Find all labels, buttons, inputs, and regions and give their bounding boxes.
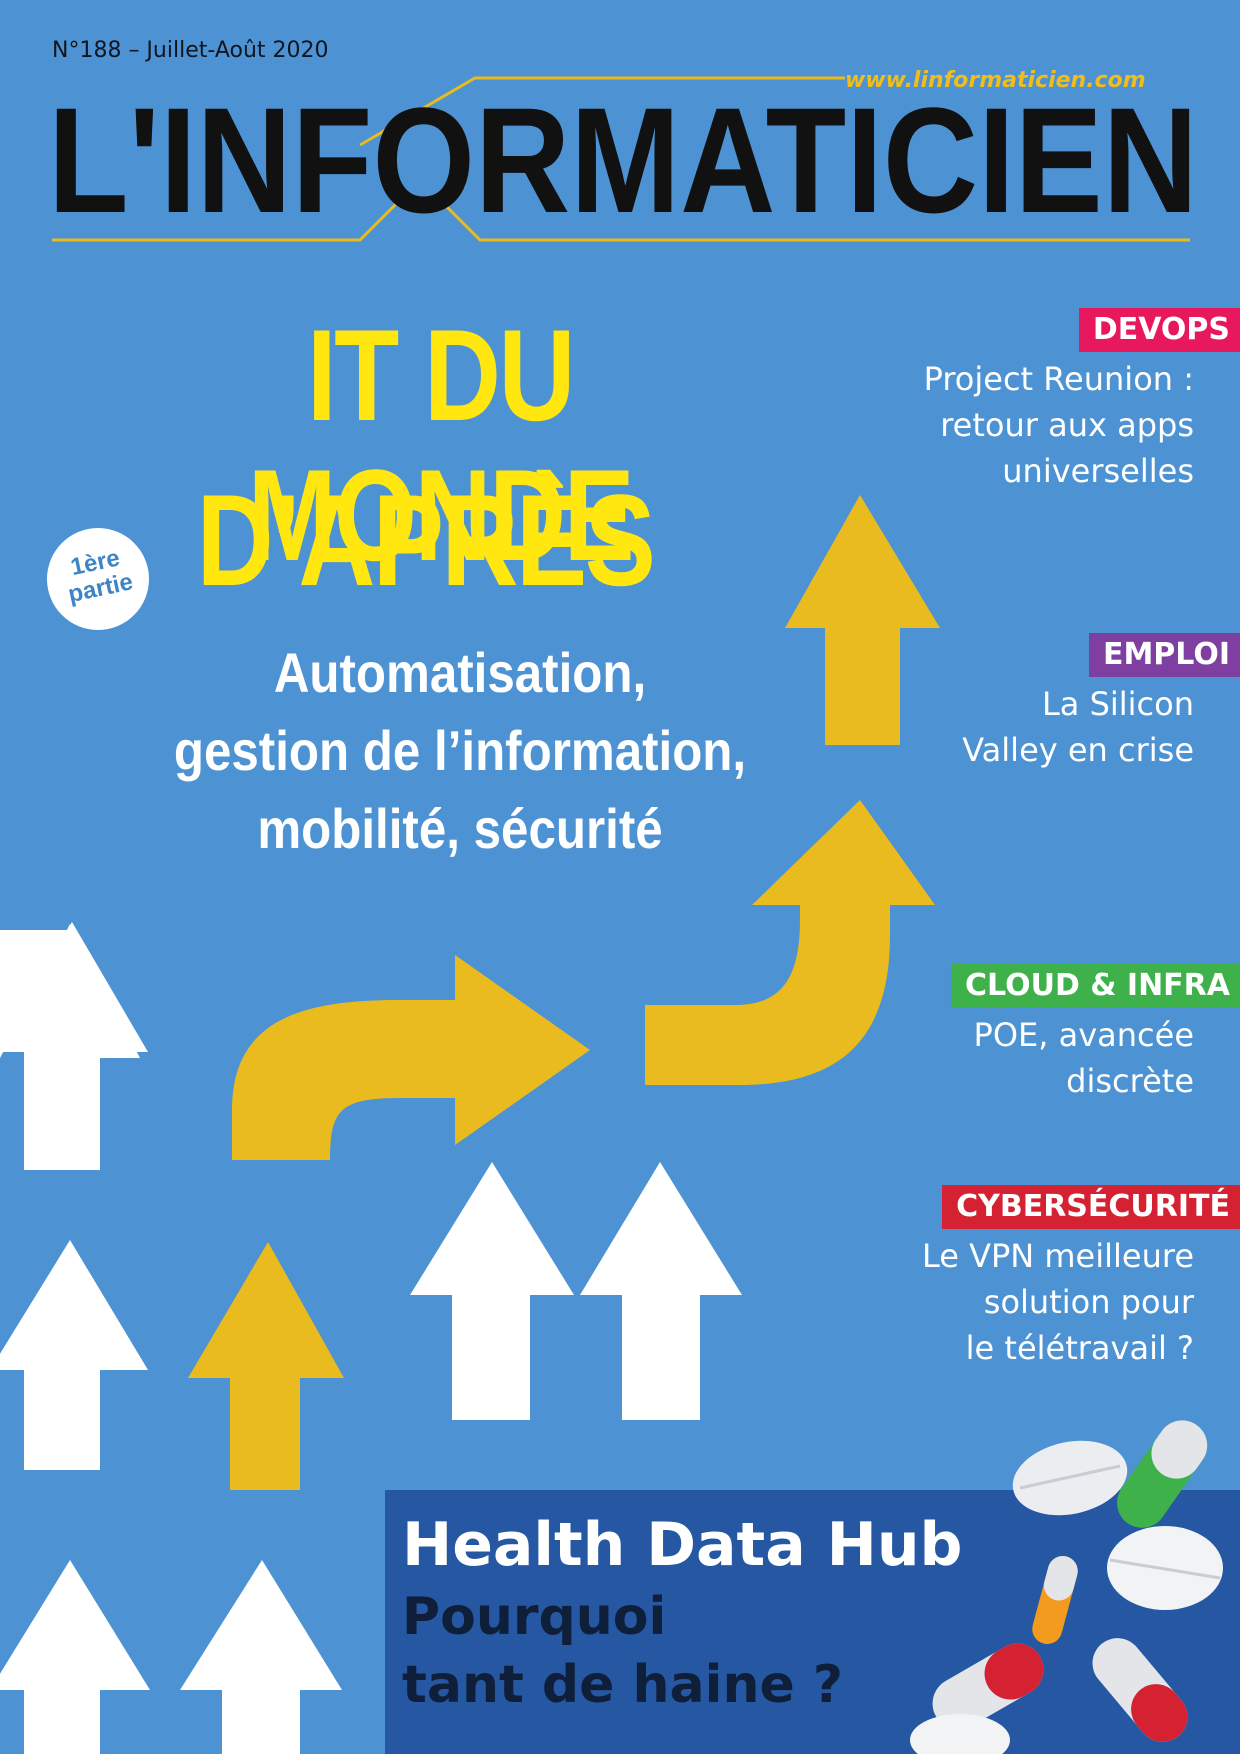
issue-number: N°188 – Juillet-Août 2020 <box>52 38 329 63</box>
feature-subtitle-line2: tant de haine ? <box>402 1655 844 1715</box>
rubric-emploi[interactable]: EMPLOI La Silicon Valley en crise <box>810 633 1240 773</box>
arrow-up-icon <box>0 922 148 1170</box>
cover-subtitle-line1: Automatisation, <box>273 641 647 704</box>
masthead-frame <box>52 76 1190 242</box>
cover-subtitle-line2: gestion de l’information, <box>173 719 747 782</box>
rubric-line: Project Reunion : <box>923 360 1194 398</box>
pill-icon <box>932 1643 1044 1730</box>
rubric-text: Project Reunion : retour aux apps univer… <box>810 356 1240 494</box>
pill-icon <box>1092 1638 1188 1742</box>
pill-icon <box>1117 1420 1208 1528</box>
arrow-up-icon <box>0 1560 150 1754</box>
rubric-line: Valley en crise <box>962 731 1194 769</box>
pill-icon <box>1107 1526 1223 1610</box>
rubric-tag: DEVOPS <box>1078 308 1240 352</box>
arrow-up-icon <box>785 495 940 745</box>
website-url[interactable]: www.linformaticien.com <box>845 68 1146 93</box>
rubric-text: La Silicon Valley en crise <box>810 681 1240 773</box>
rubric-text: Le VPN meilleure solution pour le télétr… <box>810 1233 1240 1371</box>
rubric-line: POE, avancée <box>973 1016 1194 1054</box>
pill-icon <box>1032 1556 1078 1644</box>
curved-arrow-icon <box>645 800 935 1085</box>
rubric-devops[interactable]: DEVOPS Project Reunion : retour aux apps… <box>810 308 1240 494</box>
rubric-tag: CLOUD & INFRA <box>951 964 1240 1008</box>
masthead-text: L'INFORMATICIEN <box>48 100 1198 230</box>
curved-arrow-icon <box>232 955 590 1160</box>
cover-subtitle-line3: mobilité, sécurité <box>257 797 663 860</box>
feature-subtitle-line1: Pourquoi <box>402 1587 667 1647</box>
feature-subtitle: Pourquoi tant de haine ? <box>402 1583 843 1719</box>
rubric-line: discrète <box>1066 1062 1194 1100</box>
rubric-line: universelles <box>1002 452 1194 490</box>
pill-icon <box>1012 1440 1128 1516</box>
part-badge: 1ère partie <box>47 528 149 630</box>
arrow-up-icon <box>0 1240 148 1470</box>
cover-title-line2: D’APRÈS <box>196 467 656 613</box>
rubric-line: le télétravail ? <box>965 1329 1194 1367</box>
arrow-up-icon <box>180 1560 342 1754</box>
rubric-line: retour aux apps <box>940 406 1194 444</box>
cover-title-line1: IT DU MONDE <box>247 302 635 588</box>
rubric-tag: EMPLOI <box>1088 633 1240 677</box>
rubric-line: La Silicon <box>1041 685 1194 723</box>
rubric-cybersecurite[interactable]: CYBERSÉCURITÉ Le VPN meilleure solution … <box>810 1185 1240 1371</box>
rubric-tag: CYBERSÉCURITÉ <box>942 1185 1240 1229</box>
arrow-up-icon <box>410 1162 574 1420</box>
rubric-line: solution pour <box>983 1283 1194 1321</box>
rubric-line: Le VPN meilleure <box>921 1237 1194 1275</box>
rubric-cloud-infra[interactable]: CLOUD & INFRA POE, avancée discrète <box>810 964 1240 1104</box>
arrow-up-icon <box>580 1162 742 1420</box>
arrow-up-icon <box>188 1242 344 1490</box>
feature-box[interactable] <box>385 1490 1240 1754</box>
rubric-text: POE, avancée discrète <box>810 1012 1240 1104</box>
masthead-logo: L'INFORMATICIEN <box>48 100 1198 230</box>
pill-icon <box>910 1714 1010 1754</box>
feature-title: Health Data Hub <box>402 1510 963 1580</box>
